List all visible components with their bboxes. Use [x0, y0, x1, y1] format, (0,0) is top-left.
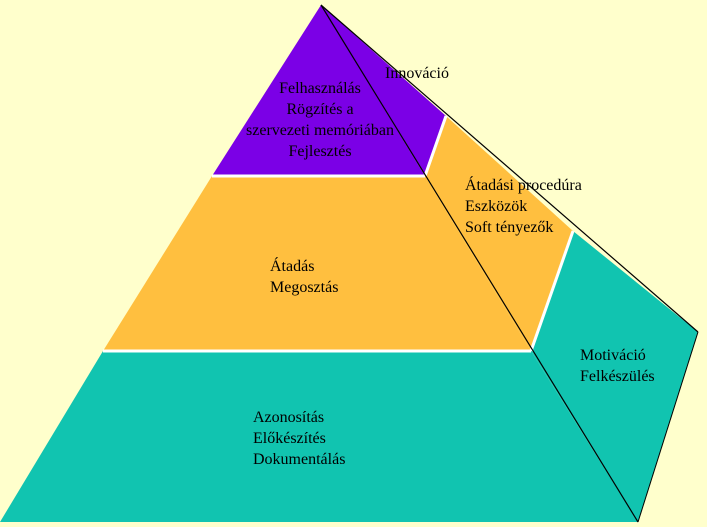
middle-front-line-2: Megosztás — [270, 279, 339, 296]
top-tier-front-face — [212, 5, 425, 176]
bottom-tier-front-face — [0, 351, 638, 522]
top-tier-side-face — [321, 5, 446, 176]
bottom-side-line-1: Motiváció — [580, 347, 646, 364]
separator-side-top-middle — [423, 115, 448, 177]
middle-tier-front-face — [103, 176, 531, 351]
top-front-text: Felhasználás Rögzítés a szervezeti memór… — [232, 78, 408, 162]
middle-front-text: Átadás Megosztás — [270, 256, 338, 298]
top-side-label: Innováció — [385, 65, 449, 82]
middle-side-line-2: Eszközök — [465, 198, 528, 215]
middle-side-line-3: Soft tényezők — [465, 219, 554, 236]
edge-right-base — [637, 331, 699, 523]
middle-front-line-1: Átadás — [270, 258, 315, 275]
top-front-line-3: szervezeti memóriában — [246, 122, 394, 139]
bottom-front-line-2: Előkészítés — [253, 430, 326, 447]
top-front-line-2: Rögzítés a — [286, 101, 354, 118]
bottom-tier-side-face — [531, 231, 698, 522]
bottom-front-line-3: Dokumentálás — [253, 451, 346, 468]
middle-side-line-1: Átadási procedúra — [465, 177, 582, 194]
bottom-side-text: Motiváció Felkészülés — [580, 345, 655, 387]
bottom-front-line-1: Azonosítás — [253, 409, 325, 426]
bottom-front-text: Azonosítás Előkészítés Dokumentálás — [253, 407, 345, 470]
separator-side-middle-bottom — [529, 230, 575, 352]
edge-apex-right — [320, 4, 699, 333]
top-front-line-4: Fejlesztés — [288, 143, 352, 160]
edge-apex-front — [320, 4, 639, 523]
middle-side-text: Átadási procedúra Eszközök Soft tényezők — [465, 175, 582, 238]
top-front-line-1: Felhasználás — [279, 80, 361, 97]
middle-tier-side-face — [425, 116, 573, 351]
bottom-side-line-2: Felkészülés — [580, 368, 655, 385]
top-side-text: Innováció — [385, 63, 449, 84]
